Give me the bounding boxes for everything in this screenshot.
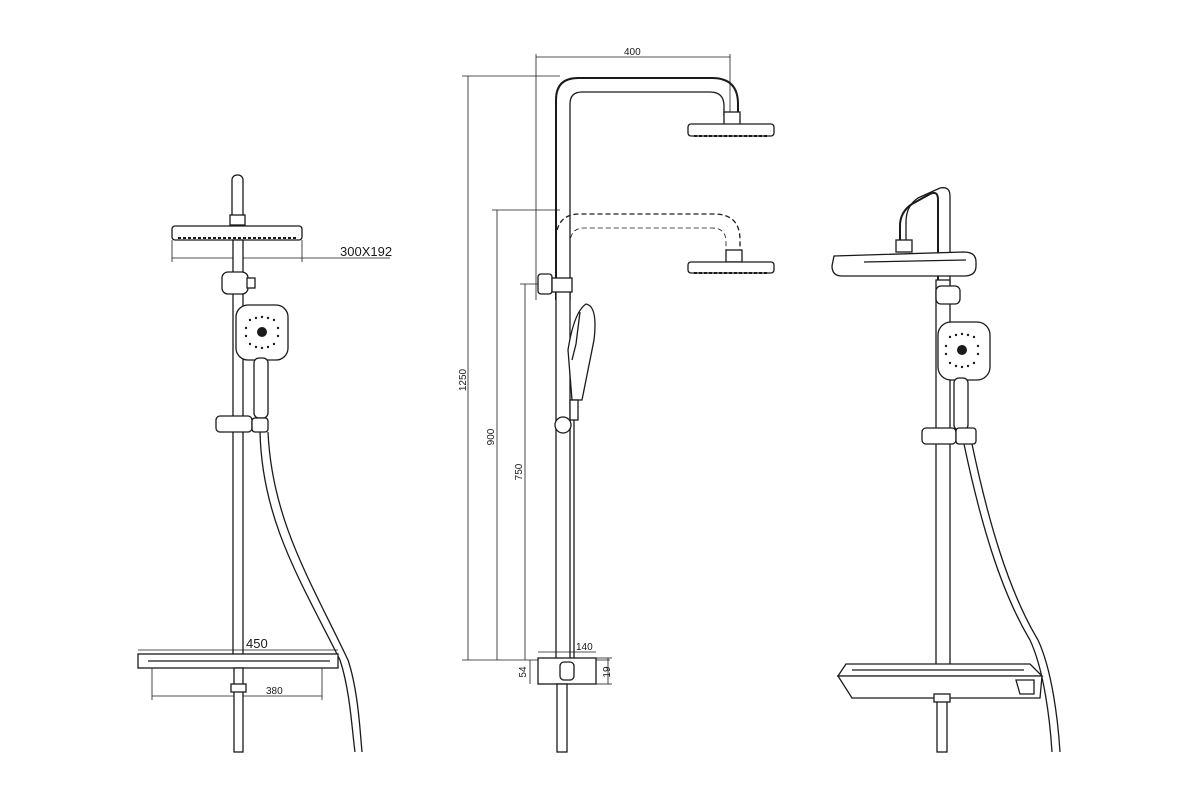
perspective-view — [831, 187, 1061, 753]
dim-arm-reach: 400 — [624, 47, 641, 58]
front-hose — [259, 431, 356, 753]
persp-slide-holder — [921, 427, 957, 445]
side-lower-arm-inner — [569, 227, 727, 270]
dim-shelf-width: 450 — [246, 636, 268, 651]
dim-shelf-inner: 380 — [266, 686, 283, 697]
front-riser-top — [231, 174, 244, 221]
side-hand-shower — [567, 303, 596, 401]
persp-arm-inner — [905, 187, 951, 290]
side-diverter — [537, 273, 553, 295]
dim-holder-height: 750 — [514, 463, 525, 480]
persp-hose — [963, 443, 1053, 753]
front-diverter — [221, 271, 249, 295]
side-riser-pipe — [555, 279, 571, 661]
front-inlet-pipe — [233, 667, 244, 753]
front-slide-holder — [215, 415, 253, 433]
front-riser-pipe — [232, 239, 244, 661]
side-upper-shower-head — [687, 123, 775, 137]
persp-inlet-pipe — [936, 697, 948, 753]
dim-head-size: 300X192 — [340, 244, 392, 259]
front-overhead-shower-head — [171, 225, 303, 241]
front-hose-connector — [251, 417, 269, 433]
side-slide-holder-knob — [554, 416, 572, 434]
front-hand-shower-handle — [253, 357, 269, 419]
dim-shelf-offset: 54 — [518, 666, 529, 678]
front-head-connector — [229, 214, 246, 226]
persp-hand-shower-handle — [953, 377, 969, 431]
dim-low-head-height: 900 — [486, 428, 497, 445]
side-upper-arm-outer — [555, 77, 739, 300]
dim-total-height: 1250 — [458, 368, 469, 391]
side-upper-arm-inner — [569, 91, 725, 300]
persp-arm-outer — [899, 191, 939, 290]
persp-hose-connector — [955, 427, 977, 445]
persp-diverter — [935, 285, 961, 305]
persp-shelf-front — [836, 675, 1043, 699]
side-lower-arm-outer — [555, 213, 741, 270]
persp-overhead-shower-head — [831, 251, 977, 277]
dim-shelf-thickness: 19 — [602, 666, 613, 678]
front-diverter-knob — [246, 277, 256, 289]
front-hand-shower-spray-holes — [244, 315, 280, 350]
dim-shelf-depth: 140 — [576, 642, 593, 653]
side-lower-shower-head — [687, 261, 775, 274]
side-view: 400 1250 900 750 — [458, 47, 775, 753]
side-inlet-pipe — [556, 683, 568, 753]
persp-hand-shower-spray-holes — [944, 332, 980, 369]
front-view: 300X192 450 380 — [137, 174, 392, 753]
